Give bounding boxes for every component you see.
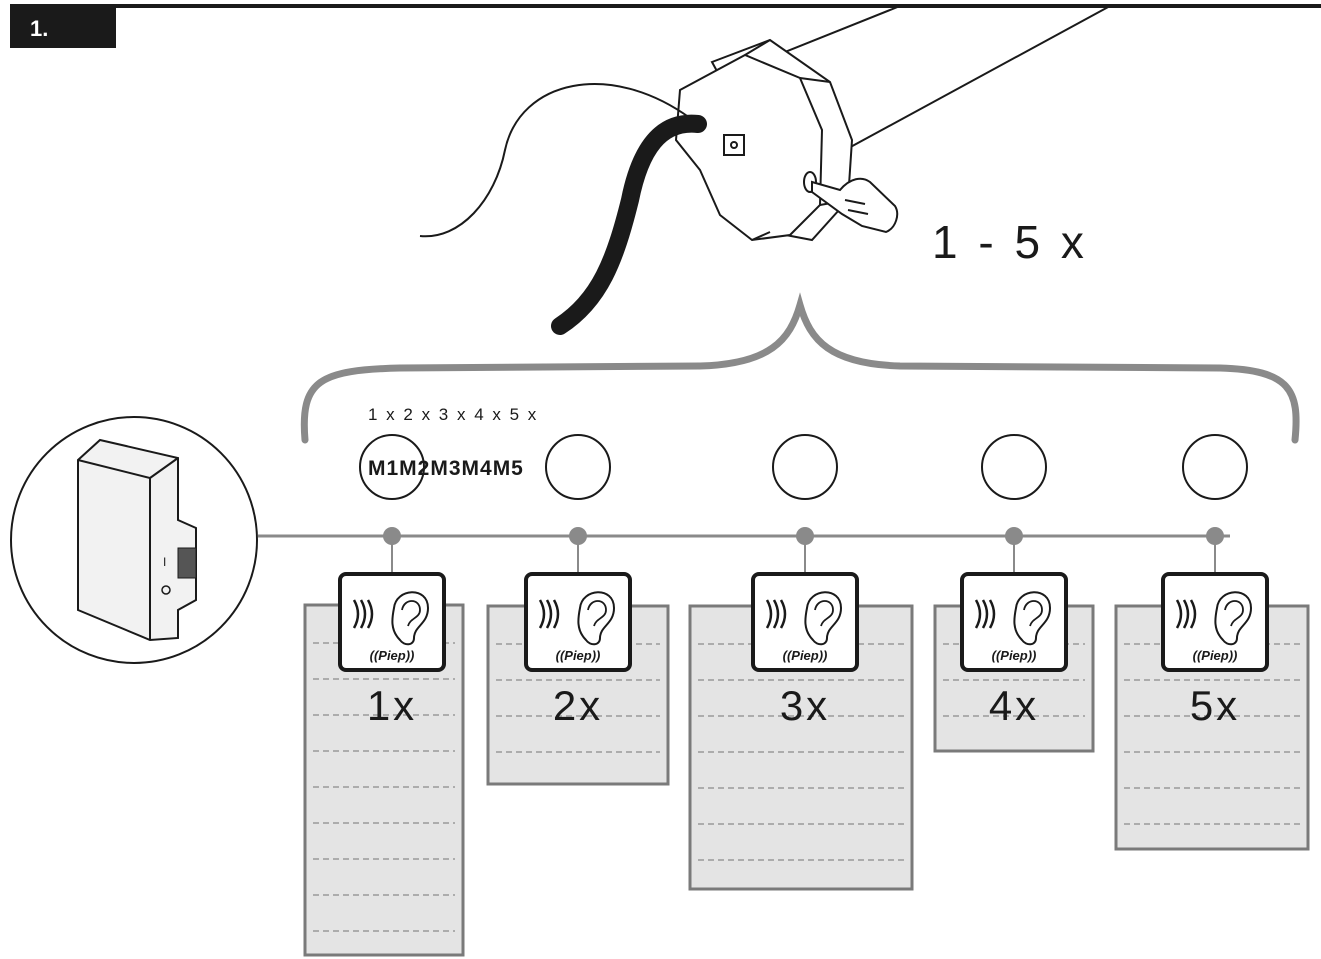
shutter-count-label: 5x <box>1190 682 1240 729</box>
motor-circle-3 <box>772 434 838 500</box>
beep-ear-icon: ((Piep)) <box>960 572 1068 672</box>
shutter-3: ((Piep)) 3x <box>688 527 914 891</box>
grouping-brace <box>300 292 1300 444</box>
beep-ear-icon: ((Piep)) <box>524 572 632 672</box>
shutter-1: ((Piep)) 1x <box>303 527 465 957</box>
press-count-label: 1 - 5 x <box>932 216 1088 268</box>
motor-circles <box>359 434 1248 500</box>
connector-node <box>796 527 814 545</box>
step-badge: 1. <box>10 8 116 48</box>
power-supply-device: I <box>10 416 258 664</box>
connector-node <box>1206 527 1224 545</box>
beep-label: ((Piep)) <box>370 648 415 663</box>
beep-count-sequence: 1 x 2 x 3 x 4 x 5 x <box>368 405 538 424</box>
shutter-count-label: 3x <box>780 682 830 729</box>
step-label: 1. <box>30 16 48 41</box>
shutter-count-label: 4x <box>989 682 1039 729</box>
beep-label: ((Piep)) <box>783 648 828 663</box>
shutter-4: ((Piep)) 4x <box>933 527 1095 753</box>
shutter-count-label: 2x <box>553 682 603 729</box>
beep-ear-icon: ((Piep)) <box>1161 572 1269 672</box>
beep-ear-icon: ((Piep)) <box>338 572 446 672</box>
motor-circle-5 <box>1182 434 1248 500</box>
motor-cable <box>419 83 707 335</box>
motor-labels: M1M2M3M4M5 <box>368 457 524 480</box>
motor-circle-2 <box>545 434 611 500</box>
svg-text:I: I <box>163 555 166 569</box>
shutter-2: ((Piep)) 2x <box>486 527 670 786</box>
connector-node <box>569 527 587 545</box>
beep-ear-icon: ((Piep)) <box>751 572 859 672</box>
beep-label: ((Piep)) <box>556 648 601 663</box>
connector-node <box>1005 527 1023 545</box>
shutter-count-label: 1x <box>367 682 417 729</box>
connector-node <box>383 527 401 545</box>
motor-circle-4 <box>981 434 1047 500</box>
motor-circle-1 <box>359 434 425 500</box>
pointing-hand-icon <box>811 177 899 234</box>
shutters-layer: ((Piep)) 1x ((Piep)) 2x ((Piep)) 3x ((Piep)) 4x… <box>303 527 1310 957</box>
shutter-5: ((Piep)) 5x <box>1114 527 1310 851</box>
beep-label: ((Piep)) <box>992 648 1037 663</box>
beep-label: ((Piep)) <box>1193 648 1238 663</box>
